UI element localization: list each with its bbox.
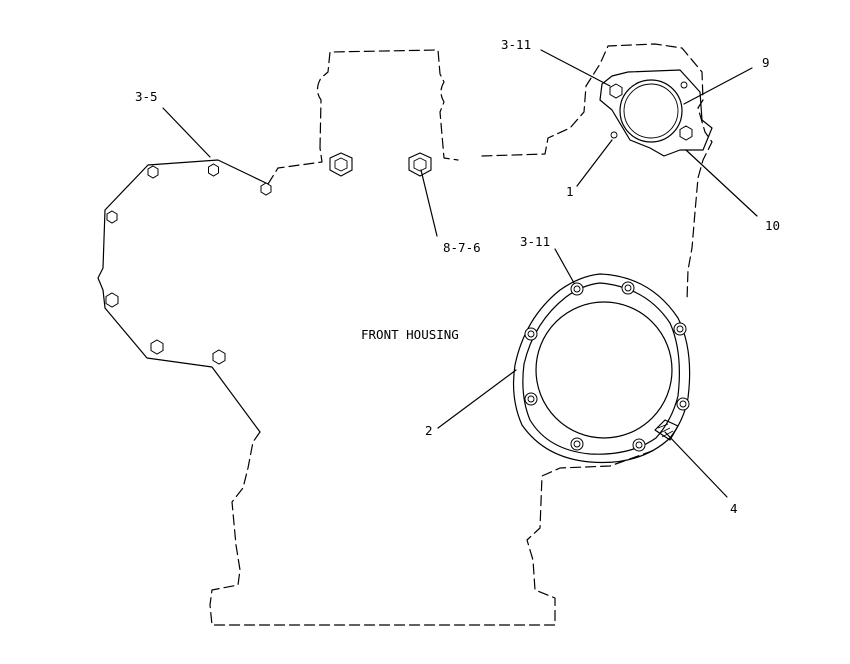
cover-bolt — [609, 83, 623, 99]
leader-2 — [437, 369, 517, 429]
round-cover-bolt — [570, 437, 584, 451]
callout-label: 1 — [566, 184, 574, 199]
leader-lines — [162, 49, 758, 498]
callout-label: 9 — [762, 55, 770, 70]
top-nut-left — [329, 152, 353, 177]
callout-label: 3-11 — [520, 234, 550, 249]
leader-3-5 — [162, 107, 211, 158]
leader-8-7-6 — [420, 169, 438, 237]
bolt-hex — [208, 163, 219, 177]
callout-label: 2 — [425, 423, 433, 438]
leader-10 — [685, 149, 758, 217]
diagram-title: FRONT HOUSING — [361, 327, 459, 342]
dowel-hole — [680, 81, 688, 89]
bolt-hex — [150, 339, 164, 355]
bolt-hex — [105, 292, 119, 308]
left-housing-bolts — [105, 163, 272, 365]
round-cover-bolt — [632, 438, 646, 452]
upper-cover-plate — [599, 69, 713, 157]
large-round-cover — [512, 273, 691, 464]
callout-label: 3-11 — [501, 37, 531, 52]
bolt-hex — [212, 349, 226, 365]
leader-4 — [664, 431, 728, 498]
bolt-hex — [260, 182, 272, 196]
round-cover-bolt — [570, 282, 584, 296]
callout-label: 8-7-6 — [443, 240, 481, 255]
callout-label: 4 — [730, 501, 738, 516]
round-cover-bolt — [676, 397, 690, 411]
leader-3-11-mid — [554, 248, 575, 284]
dowel-pin — [610, 131, 618, 139]
round-cover-bolt — [673, 322, 687, 336]
leader-9 — [683, 67, 753, 105]
bolt-hex — [106, 210, 118, 224]
bolt-hex — [147, 165, 159, 179]
callout-label: 10 — [765, 218, 780, 233]
top-nut-right — [408, 152, 432, 177]
round-cover-bolt — [621, 281, 635, 295]
round-cover-bolt — [524, 392, 538, 406]
leader-3-11-top — [540, 49, 611, 87]
cover-bolt — [679, 125, 693, 141]
housing-outline — [97, 43, 713, 626]
callout-label: 3-5 — [135, 89, 158, 104]
round-cover-bolt — [524, 327, 538, 341]
leader-1 — [576, 139, 613, 187]
